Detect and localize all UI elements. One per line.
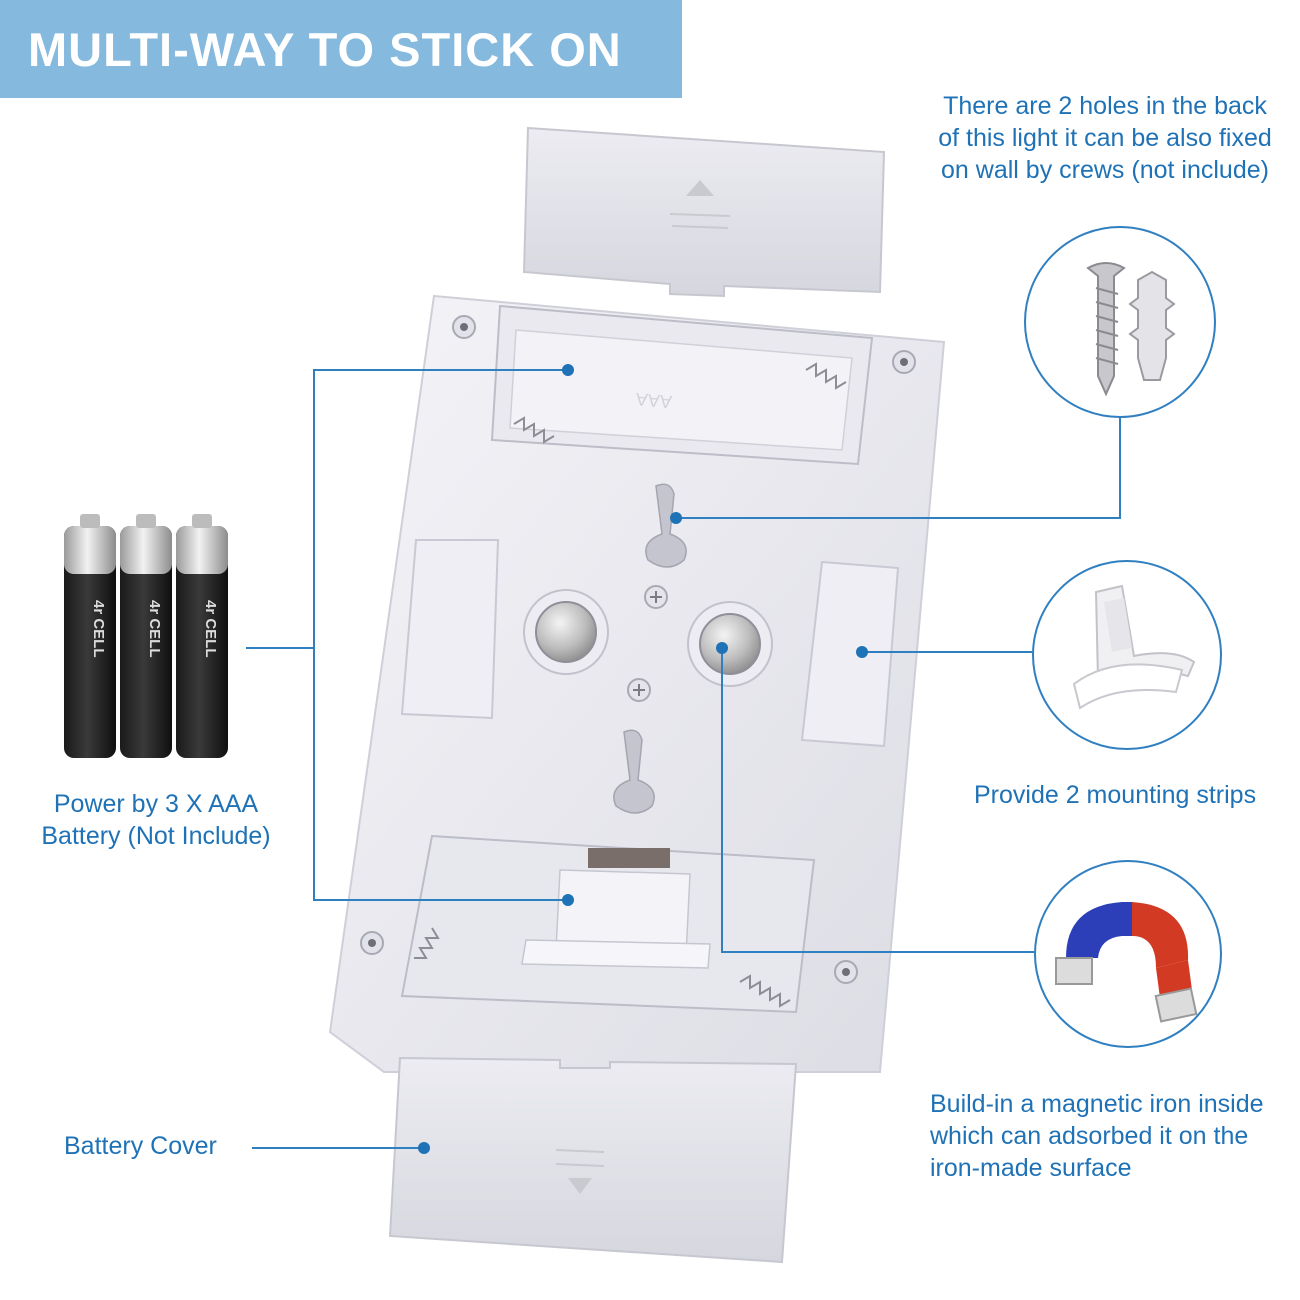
svg-text:4r CELL: 4r CELL [90, 600, 107, 658]
horseshoe-magnet-icon [1055, 902, 1198, 1023]
magnet-line-1: Build-in a magnetic iron inside [930, 1090, 1264, 1118]
mounting-strips-callout: Provide 2 mounting strips [974, 781, 1257, 809]
banner-title: MULTI-WAY TO STICK ON [28, 23, 622, 76]
corner-holes [360, 315, 916, 984]
mounting-strip-areas [400, 539, 900, 748]
screw-holes-callout: There are 2 holes in the back of this li… [914, 90, 1296, 186]
battery-power-callout: Power by 3 X AAA Battery (Not Include) [16, 788, 296, 852]
top-battery-cover [522, 126, 886, 298]
battery-power-line-1: Power by 3 X AAA [53, 790, 259, 818]
keyhole-slots [613, 483, 687, 814]
screw-holes-line-1: There are 2 holes in the back [943, 92, 1267, 120]
screw-holes-line-3: on wall by crews (not include) [941, 156, 1269, 184]
magnet-line-2: which can adsorbed it on the [930, 1122, 1249, 1150]
battery-cover-callout: Battery Cover [64, 1132, 217, 1160]
callout-lines [246, 369, 1121, 1149]
callout-dots [418, 364, 868, 1154]
svg-text:4r CELL: 4r CELL [202, 600, 219, 658]
mounting-strip-detail [1032, 560, 1222, 750]
svg-text:4r CELL: 4r CELL [146, 600, 163, 658]
battery-1: 4r CELL [64, 514, 116, 758]
screw-anchor-detail [1024, 226, 1216, 418]
aaa-batteries: 4r CELL 4r CELL 4r CELL [64, 514, 228, 758]
magnet-callout: Build-in a magnetic iron inside which ca… [930, 1088, 1264, 1184]
top-battery-compartment: AAA [490, 304, 874, 466]
bottom-battery-cover [388, 1056, 798, 1264]
title-banner: MULTI-WAY TO STICK ON [0, 0, 682, 98]
battery-power-line-2: Battery (Not Include) [41, 822, 271, 850]
battery-3: 4r CELL [176, 514, 228, 758]
magnet-line-3: iron-made surface [930, 1154, 1132, 1182]
center-screws [627, 585, 668, 702]
screw-holes-line-2: of this light it can be also fixed [938, 124, 1272, 152]
magnets [523, 589, 773, 687]
magnet-detail [1034, 860, 1222, 1048]
adhesive-strip-icon [1072, 584, 1196, 710]
battery-2: 4r CELL [120, 514, 172, 758]
svg-text:AAA: AAA [635, 389, 673, 412]
bottom-battery-compartment [400, 834, 816, 1014]
screw-icon [1086, 262, 1176, 397]
light-body: AAA [328, 294, 946, 1073]
